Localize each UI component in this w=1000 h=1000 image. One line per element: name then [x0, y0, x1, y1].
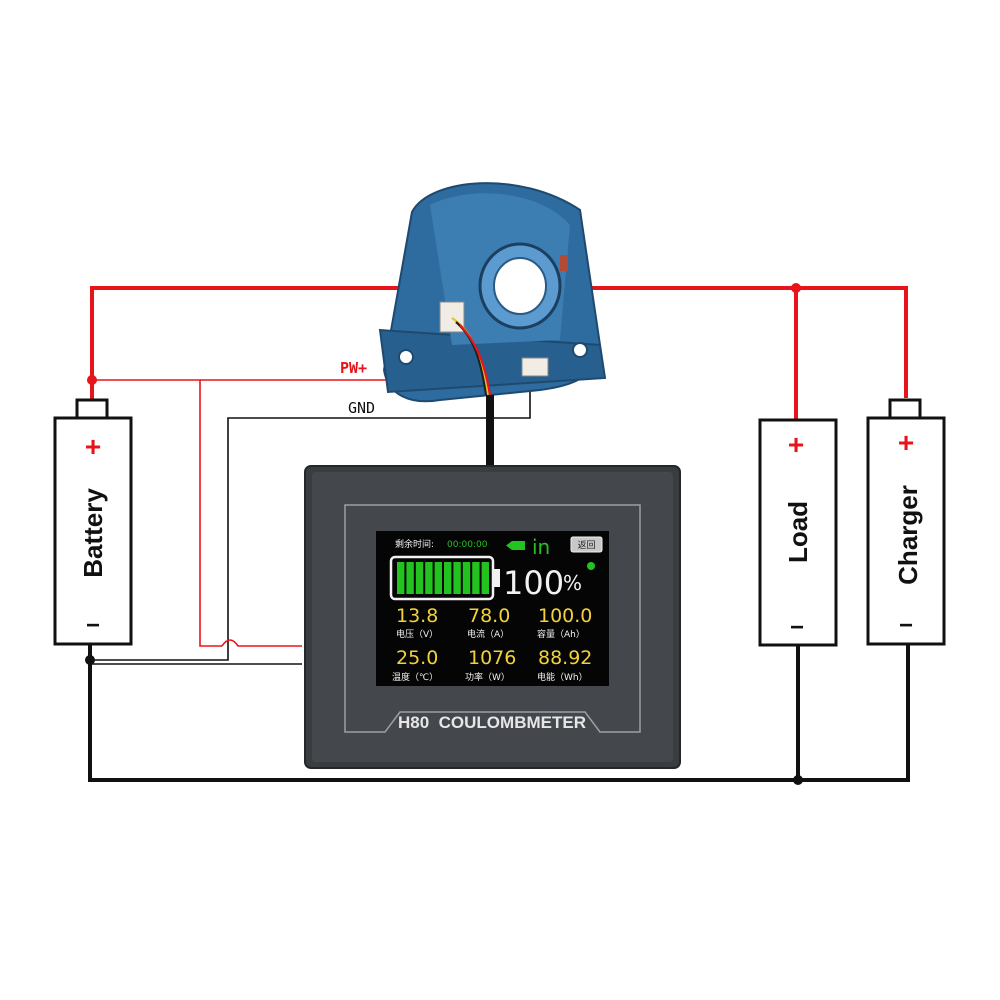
gauge-segment — [406, 562, 414, 594]
energy-value: 88.92 — [538, 647, 592, 669]
negative-wires — [88, 640, 910, 782]
gauge-segment — [444, 562, 452, 594]
back-button[interactable]: 返回 — [570, 536, 603, 553]
battery-plus-label: + — [85, 431, 101, 462]
remaining-time-value: 00:00:00 — [447, 540, 488, 550]
current-value: 78.0 — [468, 605, 510, 627]
battery-minus-label: − — [86, 612, 100, 639]
power-label: 功率（W） — [465, 671, 510, 683]
gauge-segment — [481, 562, 489, 594]
temperature-value: 25.0 — [396, 647, 438, 669]
gauge-segment — [415, 562, 424, 594]
voltage-label: 电压（V） — [396, 628, 438, 640]
battery-label: Battery — [78, 488, 108, 578]
sensor-connector — [521, 357, 549, 377]
percent-unit: % — [563, 571, 582, 595]
status-dot — [587, 562, 595, 570]
load-label: Load — [783, 501, 813, 563]
model-label: H80 COULOMBMETER — [398, 713, 586, 732]
hall-current-sensor — [378, 182, 607, 403]
charger-minus-label: − — [899, 612, 913, 639]
gauge-segment — [472, 562, 480, 594]
power-value: 1076 — [468, 647, 516, 669]
gauge-segment — [462, 562, 471, 594]
gauge-segment — [453, 562, 461, 594]
thin-wires — [90, 379, 531, 665]
sensor-cable — [451, 317, 494, 470]
charging-battery-icon — [506, 541, 525, 550]
back-button-label: 返回 — [577, 539, 595, 551]
pw-label: PW+ — [340, 359, 367, 377]
gauge-segment — [425, 562, 433, 594]
percent-value: 100 — [503, 564, 564, 602]
voltage-value: 13.8 — [396, 605, 438, 627]
gnd-label: GND — [348, 399, 375, 417]
load-plus-label: + — [788, 429, 804, 460]
current-label: 电流（A） — [467, 628, 509, 640]
coulomb-meter: H80 COULOMBMETER 剩余时间: 00:00:00 in 返回 10… — [304, 465, 681, 769]
load-minus-label: − — [790, 614, 804, 641]
gauge-segment — [434, 562, 442, 594]
capacity-label: 容量（Ah） — [537, 628, 585, 640]
charger-label: Charger — [893, 485, 923, 585]
junction-dot — [87, 375, 97, 385]
charger-plus-label: + — [898, 427, 914, 458]
capacity-value: 100.0 — [538, 605, 592, 627]
temperature-label: 温度（℃） — [392, 671, 438, 683]
charger: + Charger − — [866, 398, 946, 646]
energy-label: 电能（Wh） — [537, 671, 588, 683]
direction-label: in — [532, 535, 550, 559]
junction-dot — [791, 283, 801, 293]
load: + Load − — [758, 418, 838, 647]
gauge-segment — [397, 562, 405, 594]
remaining-time-label: 剩余时间: — [395, 538, 434, 550]
battery: + Battery − — [53, 398, 133, 646]
battery-gauge-icon — [389, 555, 500, 601]
junction-dot — [85, 655, 95, 665]
junction-dot — [793, 775, 803, 785]
